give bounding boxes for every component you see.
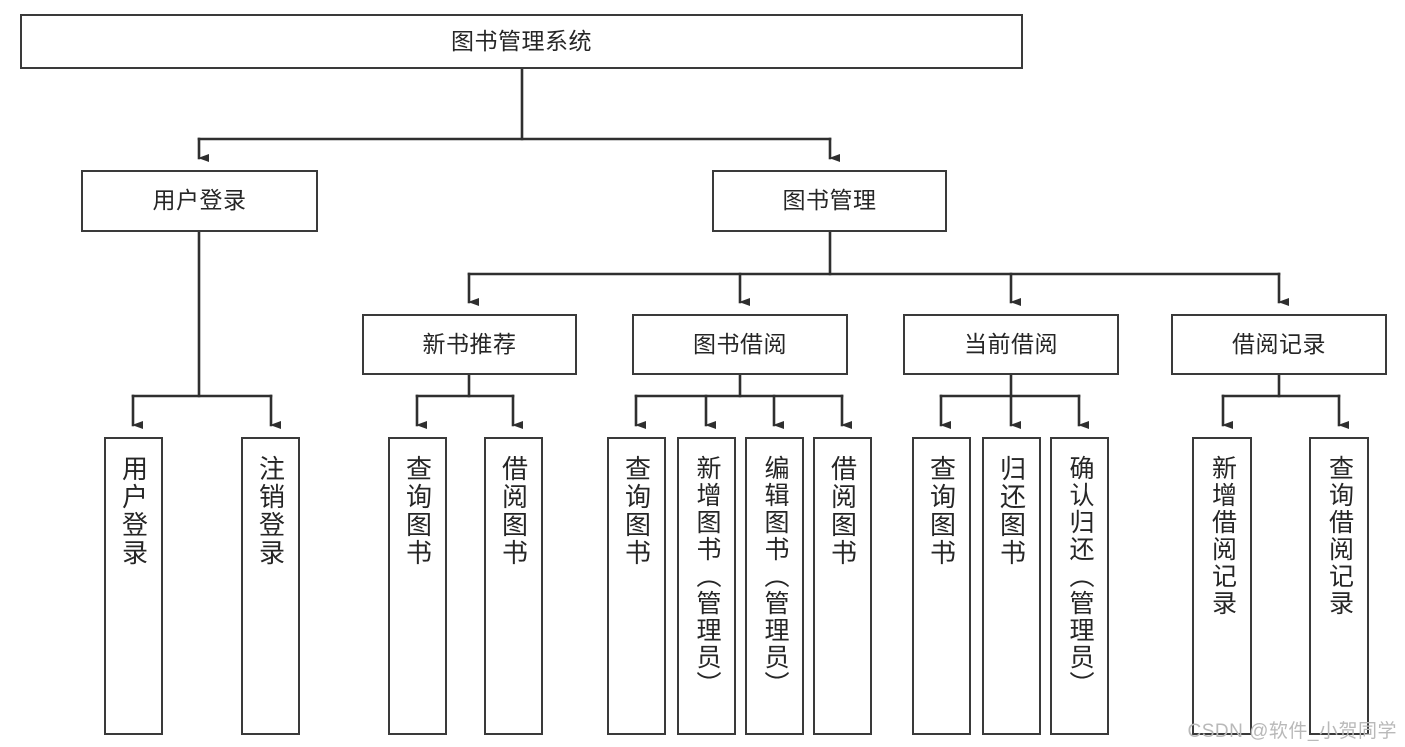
node-label: 查询图书 xyxy=(926,455,957,567)
leaf-query-book-1[interactable]: 查询图书 xyxy=(388,437,447,735)
node-label: 查询图书 xyxy=(621,455,652,567)
node-label: 用户登录 xyxy=(118,455,149,567)
node-label: 图书管理 xyxy=(782,187,877,214)
leaf-return-book[interactable]: 归还图书 xyxy=(982,437,1041,735)
leaf-query-book-2[interactable]: 查询图书 xyxy=(607,437,666,735)
node-book-borrow[interactable]: 图书借阅 xyxy=(632,314,848,375)
watermark: CSDN @软件_小贺同学 xyxy=(1187,721,1397,742)
leaf-add-book[interactable]: 新增图书（管理员） xyxy=(677,437,736,735)
node-label: 借阅图书 xyxy=(498,455,529,567)
node-user-login[interactable]: 用户登录 xyxy=(81,170,318,232)
node-label: 图书管理系统 xyxy=(451,27,592,54)
node-label: 编辑图书（管理员） xyxy=(761,455,789,698)
leaf-query-book-3[interactable]: 查询图书 xyxy=(912,437,971,735)
node-label: 查询图书 xyxy=(402,455,433,567)
node-label: 查询借阅记录 xyxy=(1325,455,1354,617)
node-current-borrow[interactable]: 当前借阅 xyxy=(903,314,1119,375)
leaf-add-record[interactable]: 新增借阅记录 xyxy=(1192,437,1252,735)
leaf-query-record[interactable]: 查询借阅记录 xyxy=(1309,437,1369,735)
node-book-manage[interactable]: 图书管理 xyxy=(712,170,947,232)
node-label: 注销登录 xyxy=(255,455,286,567)
node-label: 确认归还（管理员） xyxy=(1066,455,1094,698)
leaf-edit-book[interactable]: 编辑图书（管理员） xyxy=(745,437,804,735)
leaf-borrow-book-2[interactable]: 借阅图书 xyxy=(813,437,872,735)
node-label: 归还图书 xyxy=(996,455,1027,567)
node-new-book-recommend[interactable]: 新书推荐 xyxy=(362,314,577,375)
node-label: 新增借阅记录 xyxy=(1208,455,1237,617)
leaf-user-logout[interactable]: 注销登录 xyxy=(241,437,300,735)
leaf-user-login[interactable]: 用户登录 xyxy=(104,437,163,735)
node-label: 图书借阅 xyxy=(693,330,787,357)
node-label: 新增图书（管理员） xyxy=(693,455,721,698)
node-label: 借阅图书 xyxy=(827,455,858,567)
node-label: 当前借阅 xyxy=(964,330,1058,357)
node-borrow-record[interactable]: 借阅记录 xyxy=(1171,314,1387,375)
node-label: 用户登录 xyxy=(152,187,247,214)
node-root-system[interactable]: 图书管理系统 xyxy=(20,14,1023,69)
leaf-confirm-return[interactable]: 确认归还（管理员） xyxy=(1050,437,1109,735)
leaf-borrow-book-1[interactable]: 借阅图书 xyxy=(484,437,543,735)
node-label: 借阅记录 xyxy=(1232,330,1326,357)
node-label: 新书推荐 xyxy=(422,330,517,357)
